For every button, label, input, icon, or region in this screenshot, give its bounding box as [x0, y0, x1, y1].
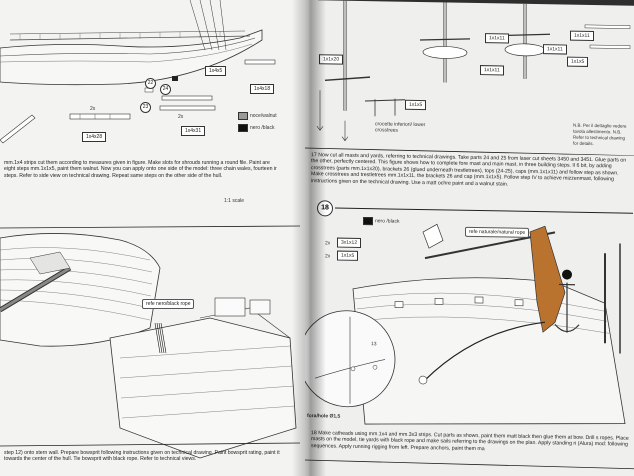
part-number: 22 [145, 78, 156, 89]
part-label: 1x4x18 [250, 84, 275, 94]
legend-walnut: noce/walnut [250, 113, 277, 119]
part-label: 1x1x11 [480, 65, 504, 76]
part-label: 1x1x5 [405, 99, 427, 111]
part-label: 1x1x11 [570, 30, 594, 42]
left-top-illustration [0, 0, 301, 229]
bow-illustration [305, 223, 634, 470]
nb-note: N.B. Per il dettaglio vedere tavola alle… [573, 122, 627, 147]
rope-label-natural: refe naturale/natural rope [465, 226, 530, 238]
black-swatch [238, 124, 248, 132]
rope-label-black: refe nero/black rope [142, 299, 195, 309]
step-18-instructions-left: step 12) onto stern wall. Prepare bowspr… [4, 450, 280, 463]
part-number: 24 [160, 84, 171, 95]
quantity-label: 2x [178, 114, 184, 120]
part-label: 1x4x5 [205, 66, 227, 76]
legend-black: nero /black [250, 125, 275, 131]
drill-hole-label: fora/hole Ø1,5 [307, 413, 341, 420]
part-label: 1x1x20 [319, 54, 344, 65]
part-label: 1x1x11 [543, 44, 567, 55]
part-label: 1x1x11 [485, 33, 509, 44]
walnut-swatch [238, 112, 248, 120]
crosstrees-label: crocette inferiori/ lower crosstrees [375, 121, 426, 134]
step-17-instructions: mm.1x4 strips cut them according to meas… [4, 160, 277, 179]
part-number: 23 [140, 102, 151, 113]
right-page: 1x1x20 1x1x11 1x1x11 1x1x11 1x1x5 1x1x11… [305, 0, 634, 476]
scale-label: 1:1 scale [224, 198, 245, 204]
left-page: 1x4x5 1x4x18 1x4x28 1x4x31 2x 2x 22 23 2… [0, 0, 318, 476]
quantity-label: 2x [90, 106, 96, 112]
part-label: 1x1x5 [567, 56, 589, 67]
part-label: 1x4x28 [82, 132, 107, 142]
left-bottom-illustration [0, 233, 301, 459]
part-label: 1x4x31 [181, 126, 206, 136]
step-17-instructions-right: 17 Now cut all masts and yards, referrin… [311, 152, 627, 188]
mast-illustration [305, 0, 634, 156]
dimension-label: 13 [371, 341, 377, 348]
